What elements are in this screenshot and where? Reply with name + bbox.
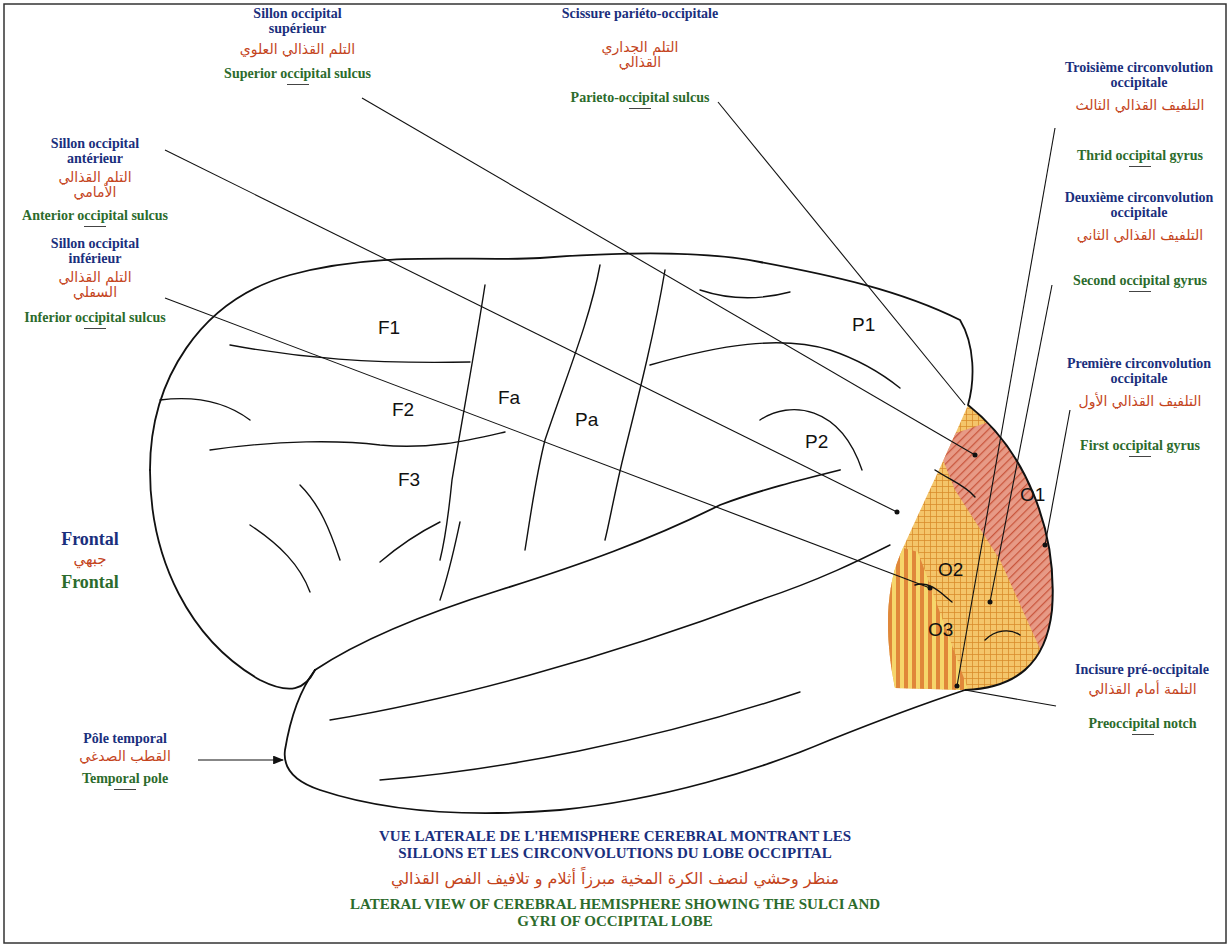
arabic-term: التلم القذالي العلوي: [225, 42, 370, 57]
gyrus-label: P1: [852, 315, 882, 336]
english-term: Anterior occipital sulcus: [15, 208, 175, 227]
caption-line: VUE LATERALE DE L'HEMISPHERE CEREBRAL MO…: [345, 828, 885, 861]
gyrus-label: P2: [805, 432, 835, 453]
arabic-term: التلفيف القذالي الثاني: [1075, 228, 1205, 243]
french-term: Sillon occipital antérieur: [25, 136, 165, 167]
arabic-term: التلم القذالي السفلي: [40, 270, 150, 301]
brain-outline: [150, 253, 973, 813]
english-term: Thrid occipital gyrus: [1065, 148, 1215, 167]
gyrus-label: O2: [938, 560, 968, 581]
french-term: Troisième circonvolution occipitale: [1058, 60, 1220, 91]
gyrus-label: O3: [928, 620, 958, 641]
gyrus-label: F2: [392, 400, 422, 421]
french-term: Scissure pariéto-occipitale: [560, 6, 720, 21]
english-term: Second occipital gyrus: [1065, 273, 1215, 292]
frame: [4, 4, 1226, 943]
sulci: [160, 265, 1020, 780]
english-term: Parieto-occipital sulcus: [555, 90, 725, 109]
french-term: Première circonvolution occipitale: [1058, 356, 1220, 387]
occipital-outline: [965, 405, 1053, 690]
gyrus-label: F3: [398, 470, 428, 491]
french-term: Sillon occipital inférieur: [25, 236, 165, 267]
caption-line: LATERAL VIEW OF CEREBRAL HEMISPHERE SHOW…: [345, 896, 885, 929]
arabic-term: التلفيف القذالي الثالث: [1075, 98, 1205, 113]
english-term: Temporal pole: [60, 771, 190, 790]
gyrus-label: O1: [1020, 485, 1050, 506]
english-term: Inferior occipital sulcus: [15, 310, 175, 329]
occipital-regions: [870, 390, 1070, 700]
english-term: Preoccipital notch: [1065, 716, 1220, 735]
gyrus-label: Fa: [498, 388, 528, 409]
arabic-term: التلم الجداري القذالي: [590, 40, 690, 71]
lobe-name: جبهي: [40, 551, 140, 568]
english-term: First occipital gyrus: [1065, 438, 1215, 457]
arabic-term: التلمة أمام القذالي: [1075, 682, 1210, 697]
lobe-name: Frontal: [40, 573, 140, 593]
french-term: Pôle temporal: [60, 731, 190, 746]
lobe-name: Frontal: [40, 530, 140, 550]
arabic-term: التلفيف القذالي الأول: [1075, 394, 1205, 409]
caption-line: منظر وحشي لنصف الكرة المخية مبرزاً أثلام…: [290, 870, 940, 888]
leader-lines: [165, 98, 1070, 760]
french-term: Sillon occipital supérieur: [225, 6, 370, 37]
arabic-term: القطب الصدغي: [60, 749, 190, 764]
arabic-term: التلم القذالي الأمامي: [45, 170, 145, 201]
gyrus-label: Pa: [575, 410, 605, 431]
french-term: Incisure pré-occipitale: [1062, 662, 1222, 677]
gyrus-label: F1: [378, 318, 408, 339]
french-term: Deuxième circonvolution occipitale: [1058, 190, 1220, 221]
english-term: Superior occipital sulcus: [215, 66, 380, 85]
